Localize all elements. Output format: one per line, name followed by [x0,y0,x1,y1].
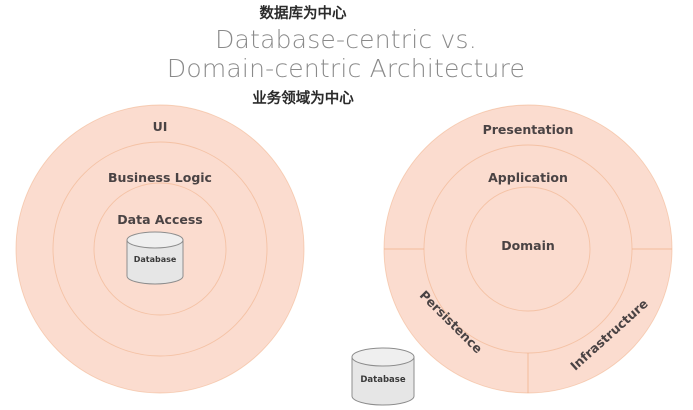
layer-ring-business-logic[interactable] [52,141,268,357]
layer-label-domain: Domain [501,238,555,253]
cylinder-top [126,231,184,249]
annotation-database-centric: 数据库为中心 [260,4,347,22]
annotation-domain-centric: 业务领域为中心 [252,89,354,107]
cylinder-label: Database [360,375,405,385]
page-title-line-2: Domain-centric Architecture [167,54,525,83]
cylinder-body [126,239,184,285]
cylinder-label: Database [134,255,177,264]
database-cylinder-inner[interactable]: Database [126,231,184,285]
layer-label-application: Application [488,170,568,185]
header-group: 数据库为中心 Database-centric vs. Domain-centr… [167,4,525,107]
page-title-line-1: Database-centric vs. [215,25,477,54]
diagram-database-centric: UI Business Logic Data Access Database [15,104,305,394]
layer-label-data-access: Data Access [117,212,202,227]
layer-ring-data-access[interactable] [93,182,227,316]
layer-label-ui: UI [153,119,168,134]
cylinder-body [351,356,415,406]
cylinder-top [351,347,415,367]
database-cylinder-external[interactable]: Database [351,347,415,406]
layer-label-presentation: Presentation [483,122,574,137]
layer-label-business-logic: Business Logic [108,170,212,185]
layer-ring-domain[interactable] [465,186,591,312]
diagram-domain-centric: Presentation Application Domain Persiste… [383,104,673,394]
